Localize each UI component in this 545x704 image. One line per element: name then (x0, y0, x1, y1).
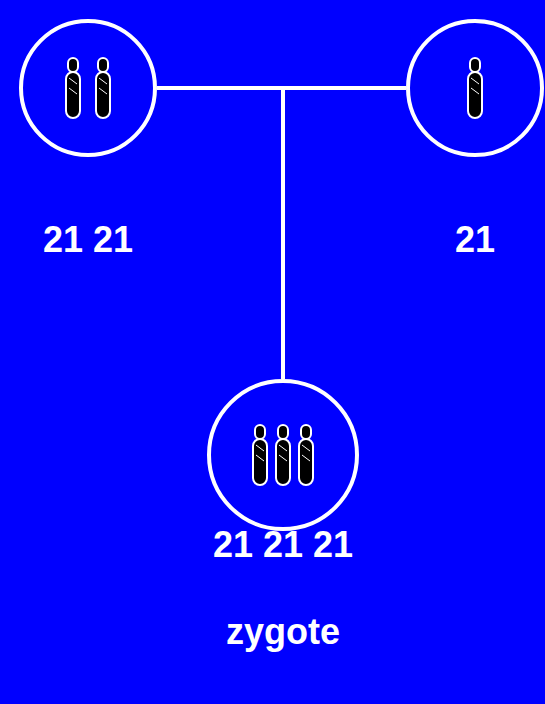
chromosome (276, 425, 290, 485)
cell-outline (405, 18, 545, 158)
chromosome (468, 58, 482, 118)
cell-circle (21, 21, 155, 155)
pedigree-line (283, 88, 406, 379)
chromosome-label: 21 21 (43, 218, 133, 262)
chromosome (66, 58, 80, 118)
chromosome (96, 58, 110, 118)
cell-node: 21 (405, 18, 545, 262)
cell-node: 21 21 21 zygote (206, 378, 360, 654)
cell-outline (206, 378, 360, 532)
cell-outline (18, 18, 158, 158)
pedigree-line (157, 88, 283, 379)
cell-label: zygote (226, 610, 340, 654)
cell-circle (408, 21, 542, 155)
chromosome-label: 21 (455, 218, 495, 262)
cell-circle (209, 381, 357, 529)
chromosome (299, 425, 313, 485)
cell-node: 21 21 (18, 18, 158, 262)
chromosome-label: 21 21 21 (213, 523, 353, 567)
chromosome (253, 425, 267, 485)
